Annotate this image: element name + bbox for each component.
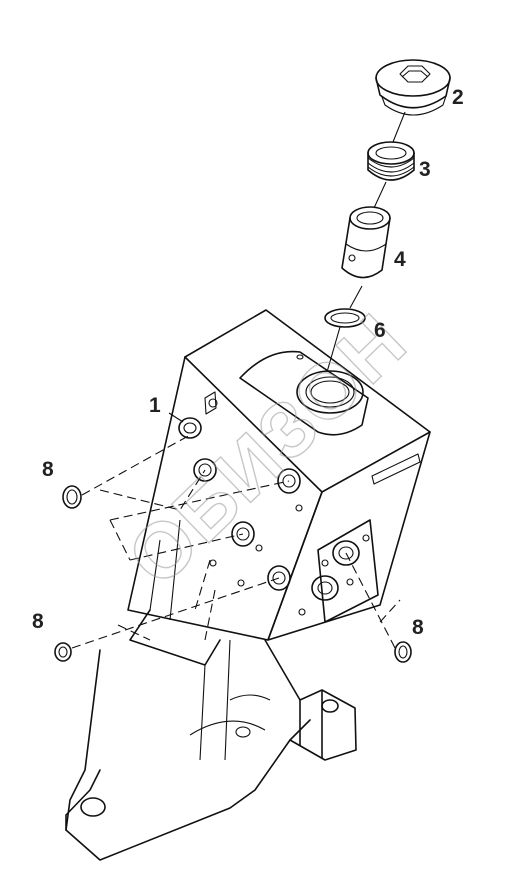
callout-part-3: 3 <box>419 158 431 181</box>
assembly-dash-lines <box>71 434 401 649</box>
o-ring-part-6 <box>324 308 366 328</box>
assembly-axis <box>326 111 406 373</box>
sleeve-part-4 <box>341 206 391 279</box>
threaded-ring-part-3 <box>367 141 415 181</box>
o-ring-part-8-left-top <box>62 485 82 509</box>
callout-part-8-left-top: 8 <box>42 458 54 481</box>
callout-leaders <box>168 412 184 423</box>
callout-part-6: 6 <box>374 319 386 342</box>
plug-part-2 <box>375 59 451 116</box>
o-ring-part-8-right <box>394 641 412 663</box>
callout-part-8-left-bottom: 8 <box>32 610 44 633</box>
callout-part-4: 4 <box>394 248 406 271</box>
mounting-bracket <box>65 519 357 861</box>
callout-part-8-right: 8 <box>412 616 424 639</box>
o-ring-part-8-left-bottom <box>54 642 72 662</box>
callout-part-1: 1 <box>149 394 161 417</box>
valve-block-part-1 <box>127 309 431 641</box>
callout-part-2: 2 <box>452 86 464 109</box>
